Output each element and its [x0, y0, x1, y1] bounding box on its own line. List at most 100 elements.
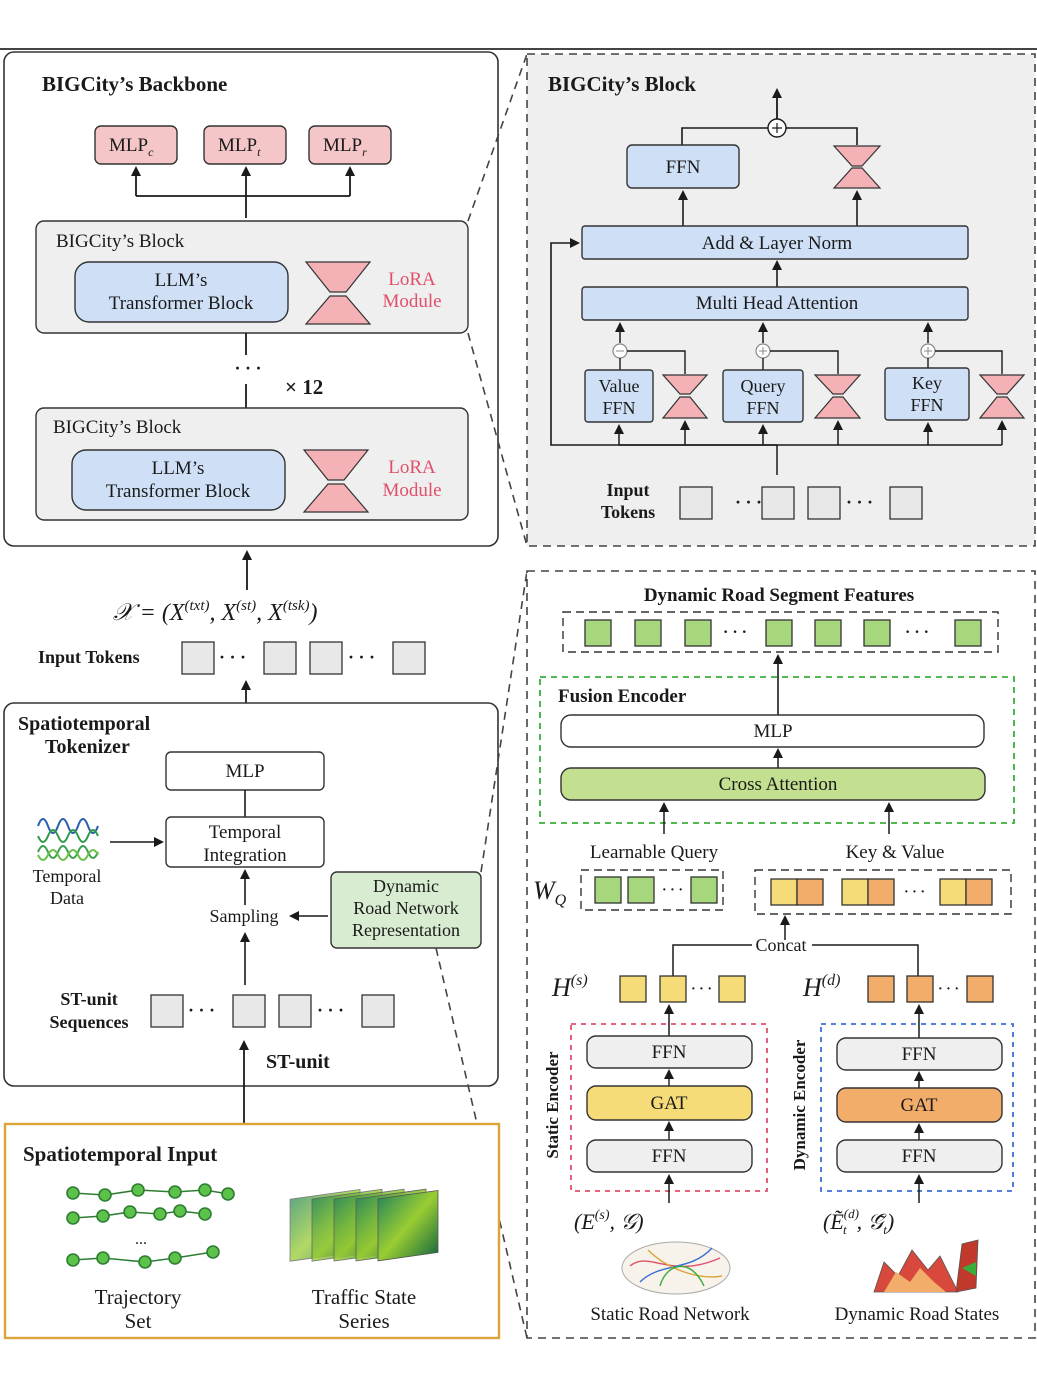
- svg-text:WQ: WQ: [533, 876, 567, 909]
- cross-attention-box: [560, 767, 986, 801]
- svg-text:(Ẽ(d)t, 𝒢̃t): (Ẽ(d)t, 𝒢̃t): [823, 1206, 894, 1237]
- svg-text:Spatiotemporal Input: Spatiotemporal Input: [23, 1142, 217, 1166]
- road-state-surface-icon: [873, 1239, 979, 1293]
- svg-text:· · ·: · · ·: [904, 885, 925, 900]
- svg-text:· · ·: · · ·: [905, 624, 929, 641]
- svg-text:Tokens: Tokens: [601, 502, 655, 522]
- value-ffn-box: [584, 369, 654, 423]
- feature-node: [634, 619, 662, 647]
- query-node: [627, 876, 655, 904]
- feature-node: [765, 619, 793, 647]
- query-branch: Query FFN: [722, 322, 862, 445]
- svg-text:Add & Layer Norm: Add & Layer Norm: [702, 233, 853, 254]
- static-gat-box: [586, 1085, 753, 1121]
- svg-text:Temporal: Temporal: [33, 866, 102, 886]
- svg-text:Sequences: Sequences: [49, 1012, 128, 1032]
- token: [278, 994, 312, 1028]
- backbone-panel: BIGCity’s Backbone MLPc MLPt MLPr BIGCit…: [3, 51, 499, 547]
- bigcity-block-bottom: BIGCity’s Block LLM’s Transformer Block …: [35, 407, 469, 521]
- lora-hourglass-icon: [661, 374, 709, 419]
- svg-text:Sampling: Sampling: [209, 906, 278, 926]
- svg-text:FFN: FFN: [652, 1146, 687, 1167]
- svg-text:· · ·: · · ·: [938, 982, 959, 997]
- svg-text:Module: Module: [382, 480, 441, 501]
- svg-text:Query: Query: [741, 376, 786, 396]
- st-unit-row: [150, 994, 395, 1028]
- multi-head-attention-box: [581, 286, 969, 321]
- token: [309, 641, 343, 675]
- traffic-state-icon: [289, 1188, 439, 1262]
- token-ellipsis: · · ·: [348, 647, 375, 667]
- hs-node-row: [619, 975, 746, 1003]
- svg-text:Trajectory: Trajectory: [95, 1285, 182, 1309]
- repeat-count: × 12: [285, 375, 323, 399]
- key-value-node-row: [770, 878, 993, 906]
- svg-text:H(s): H(s): [551, 972, 588, 1002]
- svg-text:Transformer Block: Transformer Block: [106, 481, 251, 502]
- svg-text:· · ·: · · ·: [691, 982, 712, 997]
- lora-hourglass-icon: [813, 374, 862, 419]
- static-ffn-bottom: [586, 1139, 753, 1173]
- svg-text:MLP: MLP: [225, 761, 264, 782]
- feature-node: [954, 619, 982, 647]
- token-ellipsis: · · ·: [188, 1000, 215, 1020]
- road-feature-row: [584, 619, 982, 647]
- token: [889, 486, 923, 520]
- svg-text:FFN: FFN: [746, 398, 779, 418]
- dynamic-ffn-bottom: [836, 1139, 1003, 1173]
- value-branch: Value FFN: [584, 322, 709, 445]
- svg-text:Module: Module: [382, 291, 441, 312]
- dynamic-ffn-top: [836, 1037, 1003, 1071]
- svg-text:LLM’s: LLM’s: [152, 458, 205, 479]
- token-ellipsis: · · ·: [317, 1000, 344, 1020]
- token-formula: 𝒳 = (X(txt), X(st), X(tsk)): [113, 598, 317, 626]
- block-detail-panel: BIGCity’s Block FFN Add & Layer Norm Mul…: [526, 53, 1036, 547]
- svg-text:Dynamic Encoder: Dynamic Encoder: [790, 1039, 809, 1170]
- add-layer-norm-box: [581, 225, 969, 260]
- svg-text:Data: Data: [50, 888, 84, 908]
- svg-text:LLM’s: LLM’s: [155, 270, 208, 291]
- feature-node: [863, 619, 891, 647]
- feature-node: [684, 619, 712, 647]
- transformer-block-bottom: [71, 449, 286, 511]
- static-ffn-top: [586, 1035, 753, 1069]
- query-node-row: [594, 876, 718, 904]
- svg-text:Dynamic Road States: Dynamic Road States: [835, 1304, 1000, 1325]
- svg-text:FFN: FFN: [902, 1146, 937, 1167]
- svg-text:Temporal: Temporal: [209, 822, 282, 843]
- transformer-block-top: [74, 261, 289, 323]
- svg-text:Multi Head Attention: Multi Head Attention: [696, 293, 859, 314]
- mlp-head-c: MLPc: [94, 125, 178, 165]
- trajectory-icon: [66, 1183, 235, 1269]
- feature-node: [814, 619, 842, 647]
- svg-text:Input: Input: [606, 480, 649, 500]
- svg-text:Fusion Encoder: Fusion Encoder: [558, 686, 687, 707]
- svg-text:ST-unit: ST-unit: [266, 1051, 330, 1073]
- tokenizer-panel: Spatiotemporal Tokenizer MLP Temporal In…: [3, 702, 499, 1087]
- svg-text:Integration: Integration: [203, 845, 287, 866]
- token: [232, 994, 266, 1028]
- token: [392, 641, 426, 675]
- svg-text:Concat: Concat: [756, 935, 807, 955]
- zoom-connectors-top: [467, 53, 528, 547]
- svg-text:(E(s), 𝒢): (E(s), 𝒢): [574, 1208, 644, 1234]
- svg-text:FFN: FFN: [652, 1042, 687, 1063]
- svg-text:FFN: FFN: [902, 1044, 937, 1065]
- svg-text:· · ·: · · ·: [662, 883, 683, 898]
- road-representation-panel: Dynamic Road Segment Features · · · · · …: [526, 570, 1036, 1339]
- temporal-integration-box: [165, 816, 325, 868]
- dynamic-encoder-frame: [820, 1023, 1014, 1192]
- token: [150, 994, 184, 1028]
- svg-text:Static Road Network: Static Road Network: [590, 1304, 750, 1325]
- svg-text:MLPt: MLPt: [218, 135, 261, 159]
- query-node: [594, 876, 622, 904]
- mlp-head-t: MLPt: [203, 125, 287, 165]
- svg-text:BIGCity’s Block: BIGCity’s Block: [53, 417, 182, 438]
- backbone-title: BIGCity’s Backbone: [42, 72, 227, 96]
- bigcity-block-top: BIGCity’s Block LLM’s Transformer Block …: [35, 220, 469, 334]
- svg-text:𝒳 = (X(txt), X(st), X(tsk)): 𝒳 = (X(txt), X(st), X(tsk)): [113, 598, 317, 626]
- svg-text:MLPr: MLPr: [323, 135, 367, 159]
- svg-text:· · ·: · · ·: [723, 624, 747, 641]
- svg-text:Series: Series: [338, 1309, 389, 1333]
- svg-text:GAT: GAT: [651, 1093, 688, 1114]
